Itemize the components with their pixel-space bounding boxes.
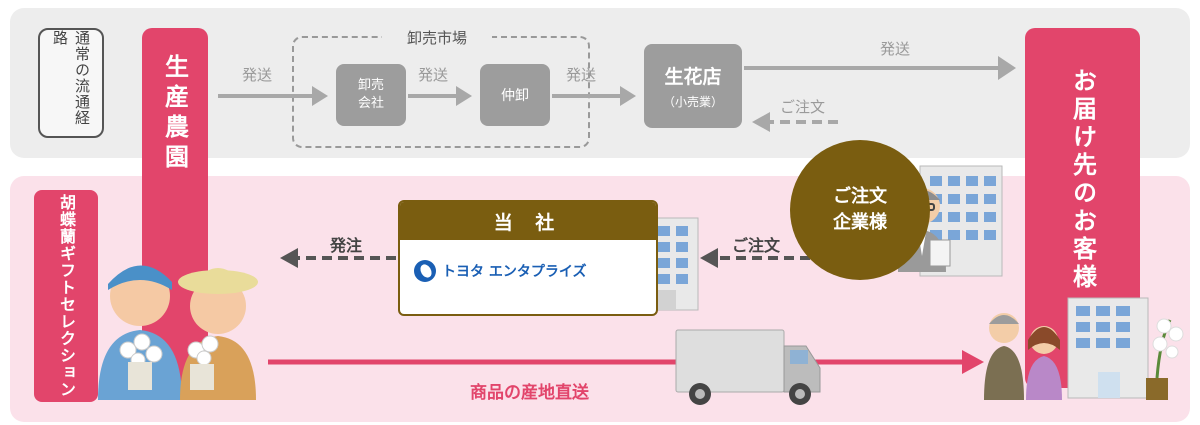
wholesale-company-box: 卸売 会社 [336, 64, 406, 126]
company-logo-icon [414, 260, 436, 282]
orchid-plant-icon [1146, 318, 1184, 400]
florist-box: 生花店 （小売業） [644, 44, 742, 128]
customer-building-icon [1067, 297, 1149, 399]
customer-man-icon [984, 313, 1024, 400]
customer-label: お届け先のお客様 [1068, 68, 1097, 292]
gift-selection-bar: 胡蝶蘭ギフトセレクション [34, 190, 98, 402]
farmer-man-icon [98, 265, 182, 400]
wholesale-market-title: 卸売市場 [382, 27, 492, 47]
direct-delivery-label: 商品の産地直送 [470, 383, 589, 403]
farmer-woman-icon [178, 268, 258, 400]
ship-label-broker-to-florist: 発送 [566, 66, 597, 84]
normal-route-text: 通常の流通経路 [51, 30, 91, 126]
gift-selection-label: 胡蝶蘭ギフトセレクション [57, 194, 76, 398]
customer-woman-icon [1026, 326, 1062, 400]
florist-label: 生花店 [664, 66, 722, 88]
ordering-company-label: ご注文 企業様 [833, 186, 887, 233]
company-card: 当 社 トヨタ エンタプライズ [398, 200, 658, 316]
broker-box: 仲卸 [480, 64, 550, 126]
florist-sub-label: （小売業） [662, 95, 723, 109]
ship-label-florist-to-customer: 発送 [880, 40, 911, 58]
ship-label-wholesale-to-broker: 発送 [418, 66, 449, 84]
delivery-truck-icon [675, 329, 821, 405]
placed-order-label: 発注 [330, 236, 363, 255]
broker-label: 仲卸 [501, 88, 529, 104]
order-label-ordering-company: ご注文 [732, 236, 781, 255]
company-title: 当 社 [400, 202, 656, 240]
ordering-company-circle: ご注文 企業様 [790, 140, 930, 280]
farm-label: 生産農園 [160, 54, 189, 174]
order-label-customer-to-florist: ご注文 [780, 98, 826, 116]
ordering-company-building-icon [919, 165, 1003, 277]
normal-route-label: 通常の流通経路 [38, 28, 104, 138]
company-logo: トヨタ エンタプライズ [400, 240, 656, 282]
ship-label-farm-to-wholesale: 発送 [242, 66, 273, 84]
wholesale-company-label: 卸売 会社 [357, 78, 384, 111]
company-logo-text: トヨタ エンタプライズ [442, 264, 587, 280]
